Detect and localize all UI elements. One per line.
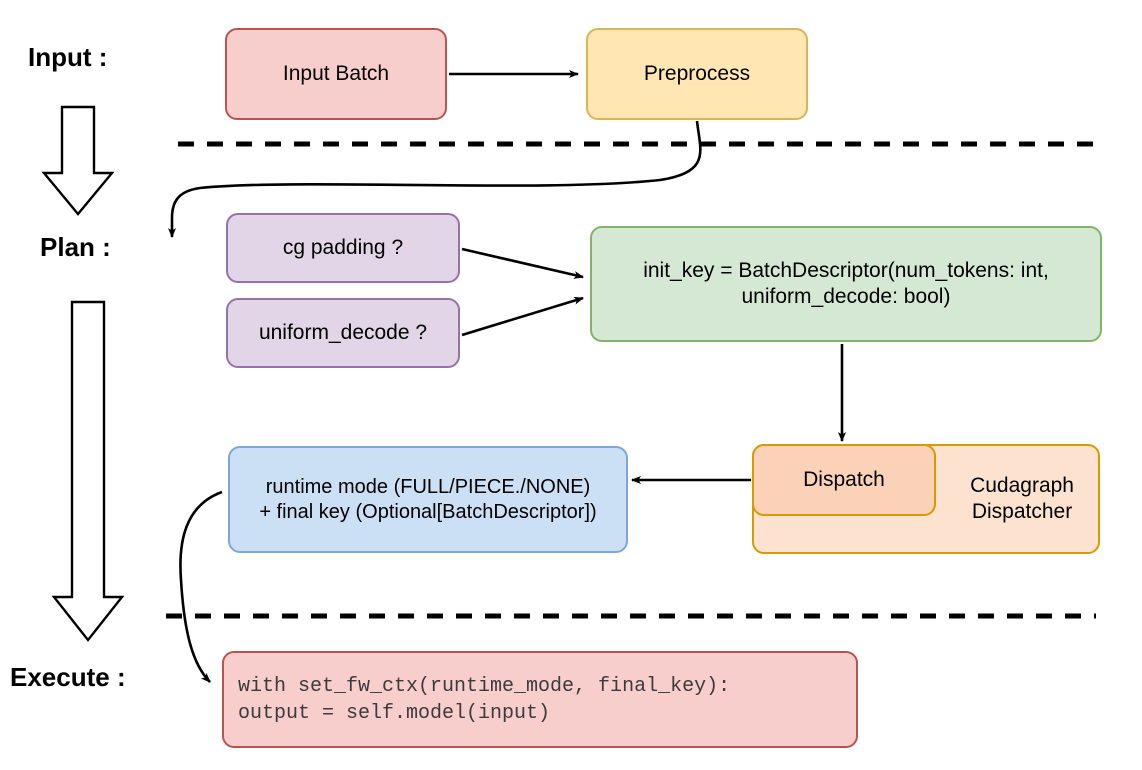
arrow-runtime-mode-to-execute-code [179, 490, 223, 683]
node-dispatch-label: Dispatch [803, 468, 885, 492]
arrow-uniform-decode-to-init-key [461, 296, 584, 337]
node-runtime-mode[interactable]: runtime mode (FULL/PIECE./NONE) + final … [228, 446, 628, 553]
arrow-cg-padding-to-init-key [461, 247, 584, 279]
node-init-key-label: init_key = BatchDescriptor(num_tokens: i… [643, 259, 1049, 308]
node-init-key[interactable]: init_key = BatchDescriptor(num_tokens: i… [590, 226, 1102, 342]
node-runtime-mode-label: runtime mode (FULL/PIECE./NONE) + final … [259, 476, 597, 523]
node-execute-code[interactable]: with set_fw_ctx(runtime_mode, final_key)… [222, 651, 858, 748]
stage-label-execute: Execute : [10, 662, 126, 692]
node-cg-padding-label: cg padding ? [282, 236, 404, 260]
input-to-plan-stage-arrow [41, 105, 115, 216]
plan-to-execute-stage-arrow [51, 300, 125, 642]
node-input-batch-label: Input Batch [282, 62, 390, 86]
node-input-batch[interactable]: Input Batch [225, 28, 447, 120]
node-cg-padding[interactable]: cg padding ? [226, 213, 460, 283]
stage-label-input: Input : [28, 42, 108, 72]
node-uniform-decode-label: uniform_decode ? [258, 321, 428, 345]
node-dispatch[interactable]: Dispatch [752, 444, 936, 516]
node-uniform-decode[interactable]: uniform_decode ? [226, 298, 460, 368]
node-cudagraph-dispatcher-label: Cudagraph Dispatcher [970, 474, 1074, 523]
node-execute-code-label: with set_fw_ctx(runtime_mode, final_key)… [238, 674, 731, 725]
stage-label-plan: Plan : [40, 232, 111, 262]
node-preprocess-label: Preprocess [643, 62, 751, 86]
node-preprocess[interactable]: Preprocess [586, 28, 808, 120]
